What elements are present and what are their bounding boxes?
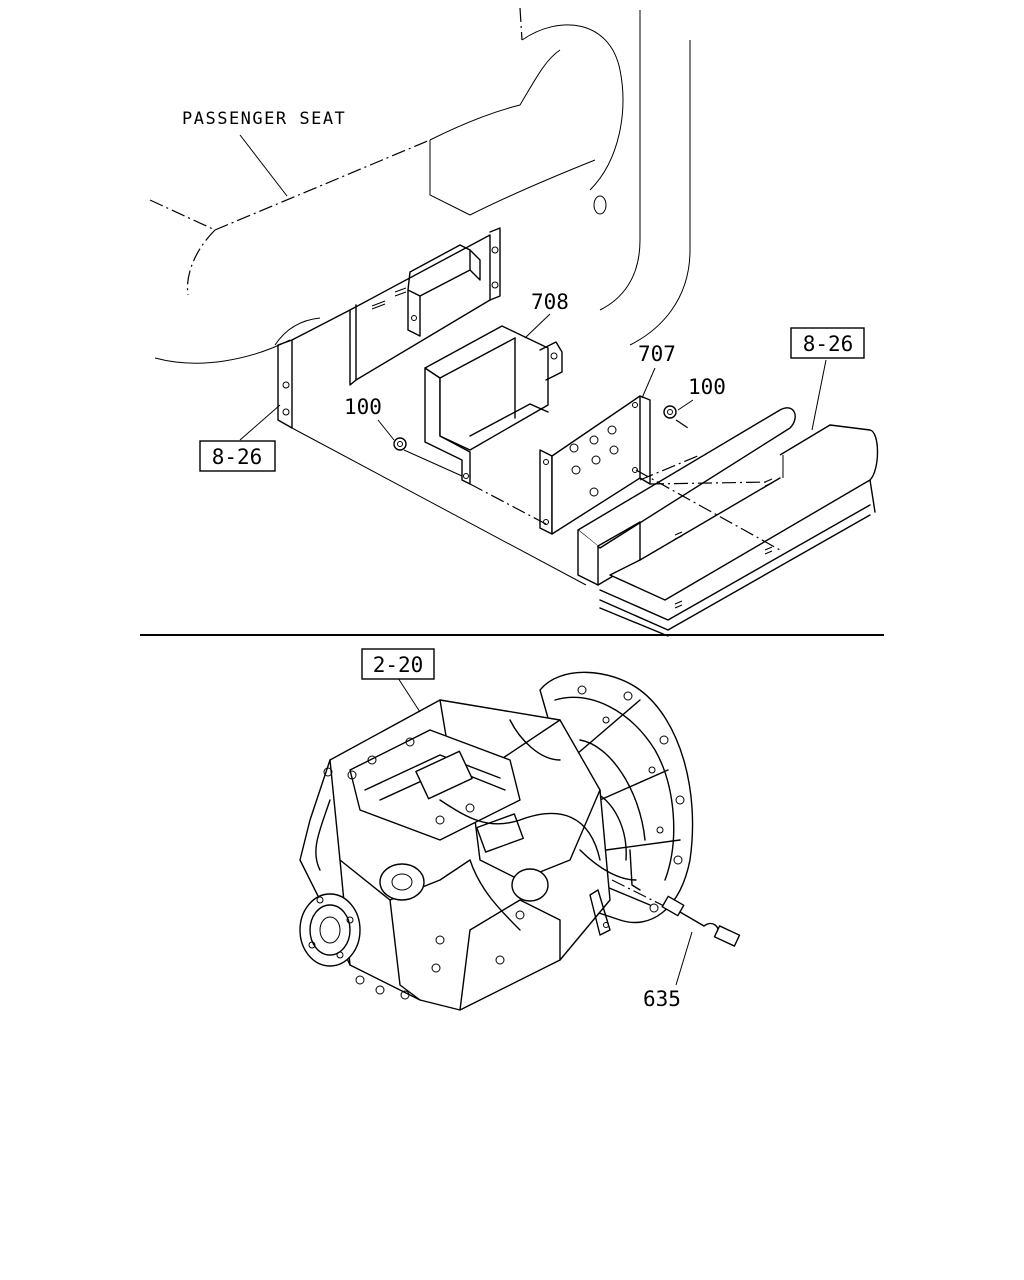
transmission-case xyxy=(299,699,641,1011)
passenger-seat-label: PASSENGER SEAT xyxy=(182,109,346,129)
ref-box-8-26-right: 8-26 xyxy=(790,327,865,359)
seat-assembly-view: PASSENGER SEAT 8-26 8-26 708 707 100 100 xyxy=(149,7,879,637)
nut-100-left xyxy=(393,437,407,451)
seat-rail xyxy=(577,407,879,637)
part-100-right-label: 100 xyxy=(688,375,726,399)
part-100-left-label: 100 xyxy=(344,395,382,419)
ref-box-8-26-left: 8-26 xyxy=(199,440,276,472)
leader-lines-bottom xyxy=(397,677,693,986)
part-708-label: 708 xyxy=(531,290,569,314)
leader-lines-top xyxy=(239,134,827,441)
part-707-label: 707 xyxy=(638,342,676,366)
ref-box-2-20: 2-20 xyxy=(361,648,435,680)
ref-8-26-right-label: 8-26 xyxy=(803,332,854,356)
ref-8-26-left-label: 8-26 xyxy=(212,445,263,469)
part-635-label: 635 xyxy=(643,987,681,1011)
assembly-lines xyxy=(291,419,781,586)
part-707-plate xyxy=(539,395,651,535)
sensor-635 xyxy=(611,879,741,947)
part-708-housing xyxy=(424,325,563,485)
nut-100-right xyxy=(663,405,677,419)
ref-2-20-label: 2-20 xyxy=(373,653,424,677)
passenger-seat-outline xyxy=(149,7,691,364)
transmission-view: 2-20 635 xyxy=(299,648,741,1011)
